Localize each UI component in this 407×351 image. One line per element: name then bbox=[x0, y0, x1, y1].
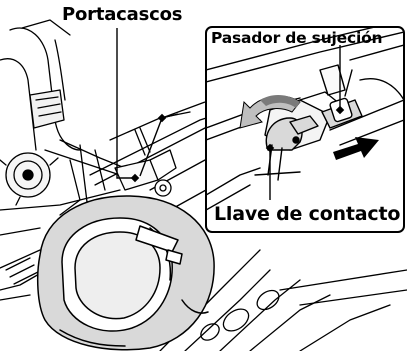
pasador-label: Pasador de sujeción bbox=[211, 29, 383, 47]
push-arrow-icon bbox=[333, 137, 379, 160]
inset-detail bbox=[205, 26, 405, 233]
rotation-arrow-icon bbox=[239, 95, 301, 129]
portacascos-label: Portacascos bbox=[62, 4, 183, 25]
helmet bbox=[36, 195, 215, 351]
leader-dots bbox=[130, 105, 345, 183]
llave-label: Llave de contacto bbox=[214, 203, 401, 225]
